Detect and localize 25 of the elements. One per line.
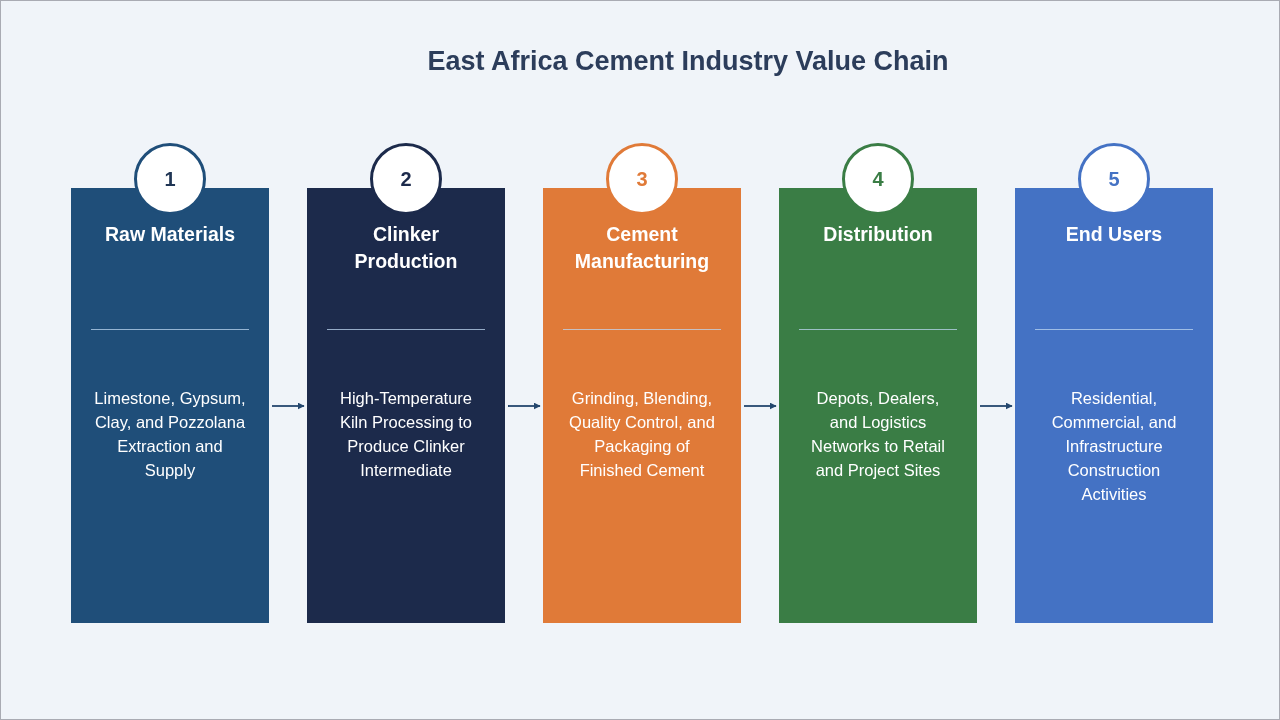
stage-description: High-Temperature Kiln Processing to Produce Clinker Intermediate [338,388,474,481]
step-number: 1 [164,167,176,191]
stage-panel [71,188,269,623]
stage-heading: Clinker Production [353,222,459,274]
step-number: 2 [400,167,412,191]
stage-description: Depots, Dealers, and Logistics Networks to Retail and Project Sites [810,388,946,481]
arrow [271,402,305,410]
stage-heading: Cement Manufacturing [573,222,711,274]
step-number: 5 [1108,167,1120,191]
stage-panel [1015,188,1213,623]
stage-panel [779,188,977,623]
stage-description: Residential, Commercial, and Infrastructure Construction Activities [1050,388,1178,505]
stage-panel [307,188,505,623]
arrow [507,402,541,410]
step-number: 4 [872,167,884,191]
stage-panel [543,188,741,623]
stage-heading: Distribution [823,222,933,247]
stage-description: Grinding, Blending, Quality Control, and Packaging of Finished Cement [568,388,716,481]
stage-description: Limestone, Gypsum, Clay, and Pozzolana Extraction and Supply [93,388,247,481]
step-number: 3 [636,167,648,191]
arrow [979,402,1013,410]
stage-heading: End Users [1065,222,1163,247]
stage-heading: Raw Materials [104,222,236,247]
diagram-title: East Africa Cement Industry Value Chain [427,45,949,78]
arrow [743,402,777,410]
